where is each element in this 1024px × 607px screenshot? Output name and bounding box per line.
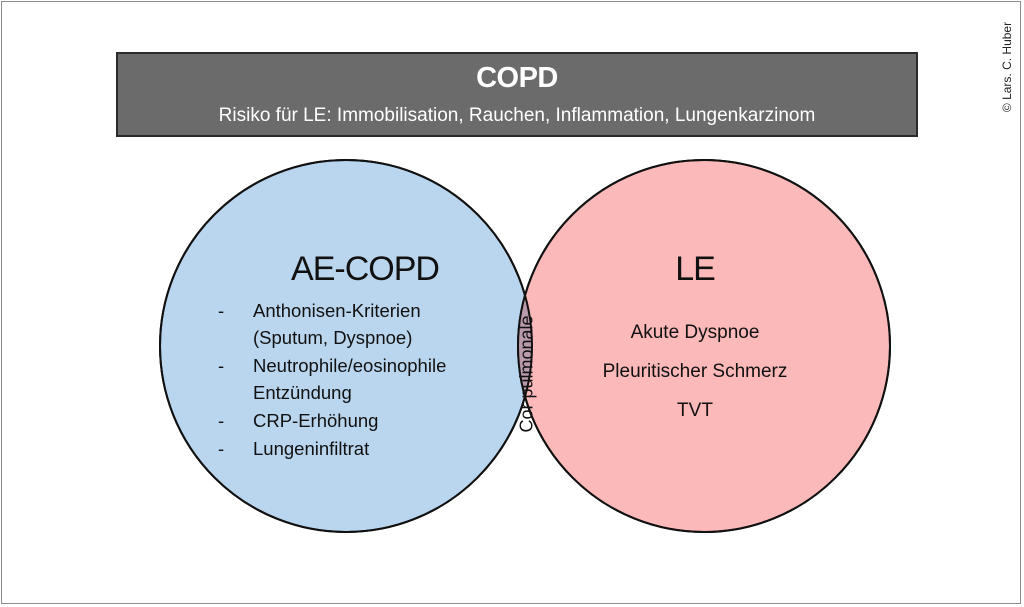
ae-copd-criteria-list: - Anthonisen-Kriterien (Sputum, Dyspnoe)…	[218, 297, 488, 463]
list-item-line: Lungeninfiltrat	[253, 438, 370, 459]
bullet-dash: -	[218, 438, 225, 459]
bullet-dash: -	[218, 300, 225, 321]
list-item: - Lungeninfiltrat	[218, 435, 488, 462]
le-title: LE	[675, 250, 716, 288]
banner-title: COPD	[476, 62, 558, 94]
list-item: Pleuritischer Schmerz	[602, 361, 788, 382]
bullet-dash: -	[218, 410, 225, 431]
list-item: TVT	[677, 400, 713, 421]
copd-banner: COPD Risiko für LE: Immobilisation, Rauc…	[116, 52, 918, 137]
list-item: - CRP-Erhöhung	[218, 407, 488, 434]
bullet-dash: -	[218, 355, 225, 376]
list-item-line: Entzündung	[253, 382, 352, 403]
list-item-line: (Sputum, Dyspnoe)	[253, 327, 413, 348]
copyright-notice: © Lars. C. Huber	[1000, 21, 1014, 113]
ae-copd-title: AE-COPD	[291, 250, 440, 288]
list-item: - Neutrophile/eosinophile Entzündung	[218, 352, 488, 406]
ae-copd-outline	[159, 159, 533, 533]
le-symptom-list: Akute Dyspnoe Pleuritischer Schmerz TVT	[580, 320, 810, 437]
le-outline	[517, 159, 891, 533]
list-item-line: Anthonisen-Kriterien	[253, 300, 421, 321]
list-item-line: CRP-Erhöhung	[253, 410, 379, 431]
list-item: Akute Dyspnoe	[630, 322, 760, 343]
banner-subtitle: Risiko für LE: Immobilisation, Rauchen, …	[218, 105, 816, 126]
list-item: - Anthonisen-Kriterien (Sputum, Dyspnoe)	[218, 297, 488, 351]
overlap-label: Cor pulmonale	[516, 315, 537, 433]
list-item-line: Neutrophile/eosinophile	[253, 355, 447, 376]
